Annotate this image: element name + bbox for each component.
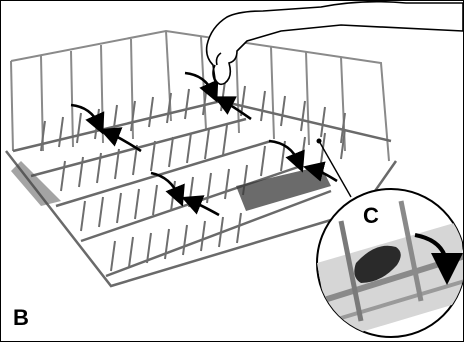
zoom-circle	[317, 189, 463, 341]
figure-label-c: C	[363, 205, 379, 227]
hand-icon	[207, 2, 463, 85]
rack-back-frame	[11, 31, 389, 161]
figure-label-b: B	[13, 307, 29, 329]
callout-line	[319, 141, 351, 197]
rack-shadow-left	[11, 161, 61, 206]
callout-dot	[317, 139, 322, 144]
